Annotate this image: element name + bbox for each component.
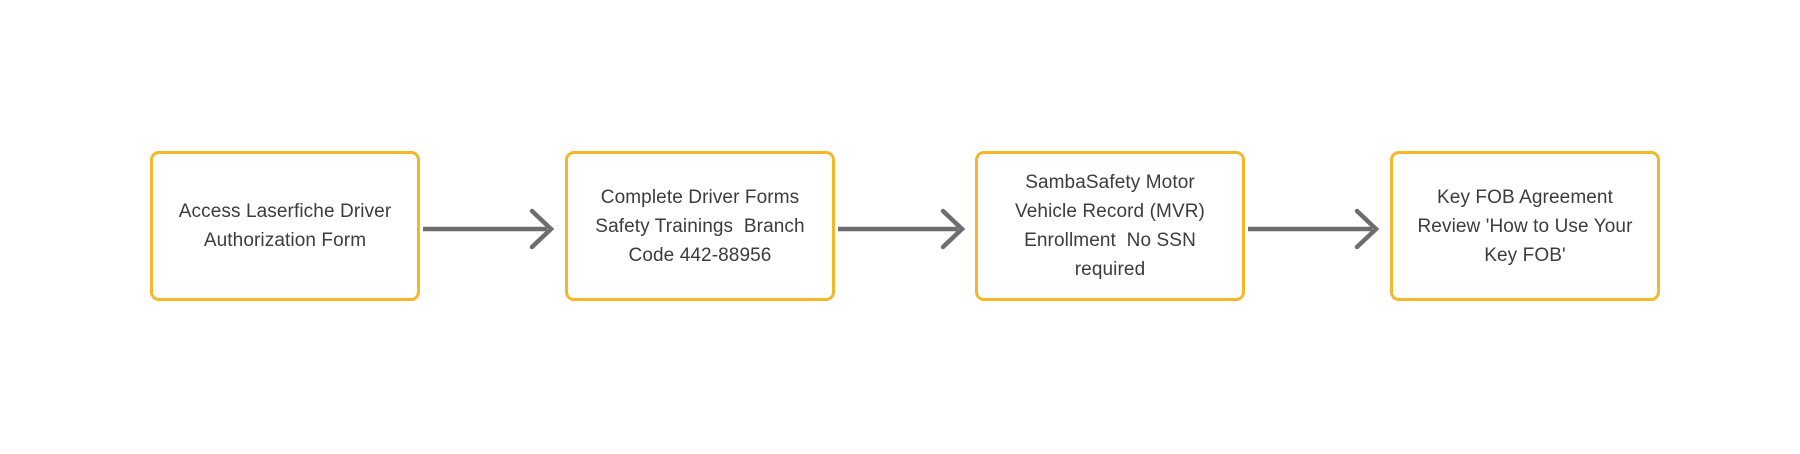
arrow-right-icon bbox=[423, 208, 555, 250]
flow-node-2[interactable]: Complete Driver Forms Safety Trainings B… bbox=[565, 151, 835, 301]
arrow-right-icon bbox=[838, 208, 966, 250]
flow-node-2-label: Complete Driver Forms Safety Trainings B… bbox=[595, 186, 811, 266]
flow-node-3[interactable]: SambaSafety Motor Vehicle Record (MVR) E… bbox=[975, 151, 1245, 301]
flow-connector-1 bbox=[423, 206, 563, 252]
flow-node-4[interactable]: Key FOB Agreement Review 'How to Use You… bbox=[1390, 151, 1660, 301]
flow-node-1-label: Access Laserfiche Driver Authorization F… bbox=[178, 201, 396, 251]
flow-node-3-label: SambaSafety Motor Vehicle Record (MVR) E… bbox=[1015, 172, 1211, 280]
flow-node-1[interactable]: Access Laserfiche Driver Authorization F… bbox=[150, 151, 420, 301]
flow-node-4-label: Key FOB Agreement Review 'How to Use You… bbox=[1417, 186, 1638, 266]
arrow-right-icon bbox=[1248, 208, 1380, 250]
flow-connector-3 bbox=[1248, 206, 1388, 252]
flow-connector-2 bbox=[838, 206, 974, 252]
